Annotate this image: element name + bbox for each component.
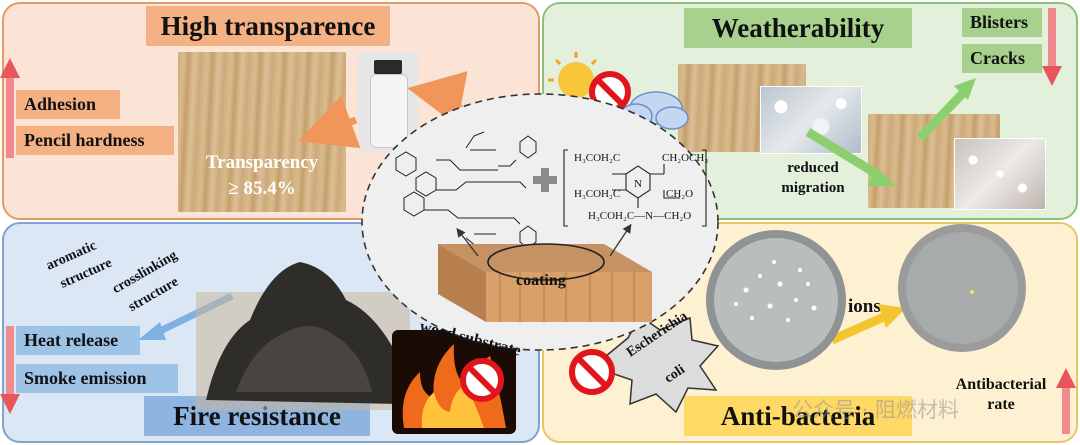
coating-label: coating <box>516 272 566 289</box>
melamine-resin-structure <box>563 149 707 227</box>
green-arrow-to-tags <box>916 78 976 142</box>
weatherability-title: Weatherability <box>684 8 912 48</box>
triazine-row-3: H₃COH₂C—N—CH₂O <box>588 210 692 222</box>
decrease-arrow-icon <box>1042 8 1062 86</box>
antibacterial-rate-label-line2: rate <box>987 396 1015 413</box>
triazine-row-1-left: H₃COH₂C <box>574 152 621 164</box>
green-arrow-migration <box>805 128 896 186</box>
prohibited-icon <box>589 71 631 113</box>
antibacterial-rate-label-line1: Antibacterial <box>955 376 1047 393</box>
increase-arrow-icon <box>1056 368 1076 434</box>
yellow-arrow-ions <box>830 304 906 345</box>
blister-closeup-photo-after <box>954 138 1046 210</box>
watermark: 公众号 · 阻燃材料 <box>792 398 960 422</box>
smoke-emission-tag: Smoke emission <box>16 364 178 393</box>
heat-release-tag: Heat release <box>16 326 140 355</box>
ions-label: ions <box>848 296 881 317</box>
reduced-migration-label-line2: migration <box>781 180 845 196</box>
cracks-tag: Cracks <box>962 44 1042 73</box>
blister-closeup-photo-before <box>760 86 862 154</box>
triazine-row-2-left: H₃COH₂C <box>574 188 621 200</box>
leader-arrow-left <box>456 227 479 257</box>
adhesion-tag: Adhesion <box>16 90 120 119</box>
prohibited-icon <box>569 349 615 395</box>
transparency-label: Transparency <box>205 152 319 173</box>
orange-arrow-to-wood <box>298 95 361 149</box>
petri-dish-clear <box>898 224 1026 352</box>
pencil-hardness-tag: Pencil hardness <box>16 126 174 155</box>
transparency-value: ≥ 85.4% <box>228 178 296 199</box>
increase-arrow-icon <box>0 58 20 158</box>
reduced-migration-label-line1: reduced <box>787 160 839 176</box>
plus-icon <box>533 168 557 192</box>
leader-arrow-right <box>609 223 632 257</box>
high-transparence-title: High transparence <box>146 6 390 46</box>
anti-bacteria-title: Anti-bacteria <box>684 396 912 436</box>
triazine-row-1-right: CH₂OCH₃ <box>662 152 709 164</box>
wood-substrate-block <box>438 243 652 322</box>
sulfonated-end-group-icon <box>519 135 537 249</box>
triazine-row-2-right: CH₂O <box>666 188 694 200</box>
escherichia-coli-burst <box>605 314 720 414</box>
char-residue-photo <box>196 262 410 410</box>
decrease-arrow-icon <box>0 326 20 414</box>
petri-dish-with-bacteria <box>706 230 846 370</box>
blisters-tag: Blisters <box>962 8 1042 37</box>
prohibited-icon <box>460 358 504 402</box>
triazine-n: N <box>634 178 642 190</box>
